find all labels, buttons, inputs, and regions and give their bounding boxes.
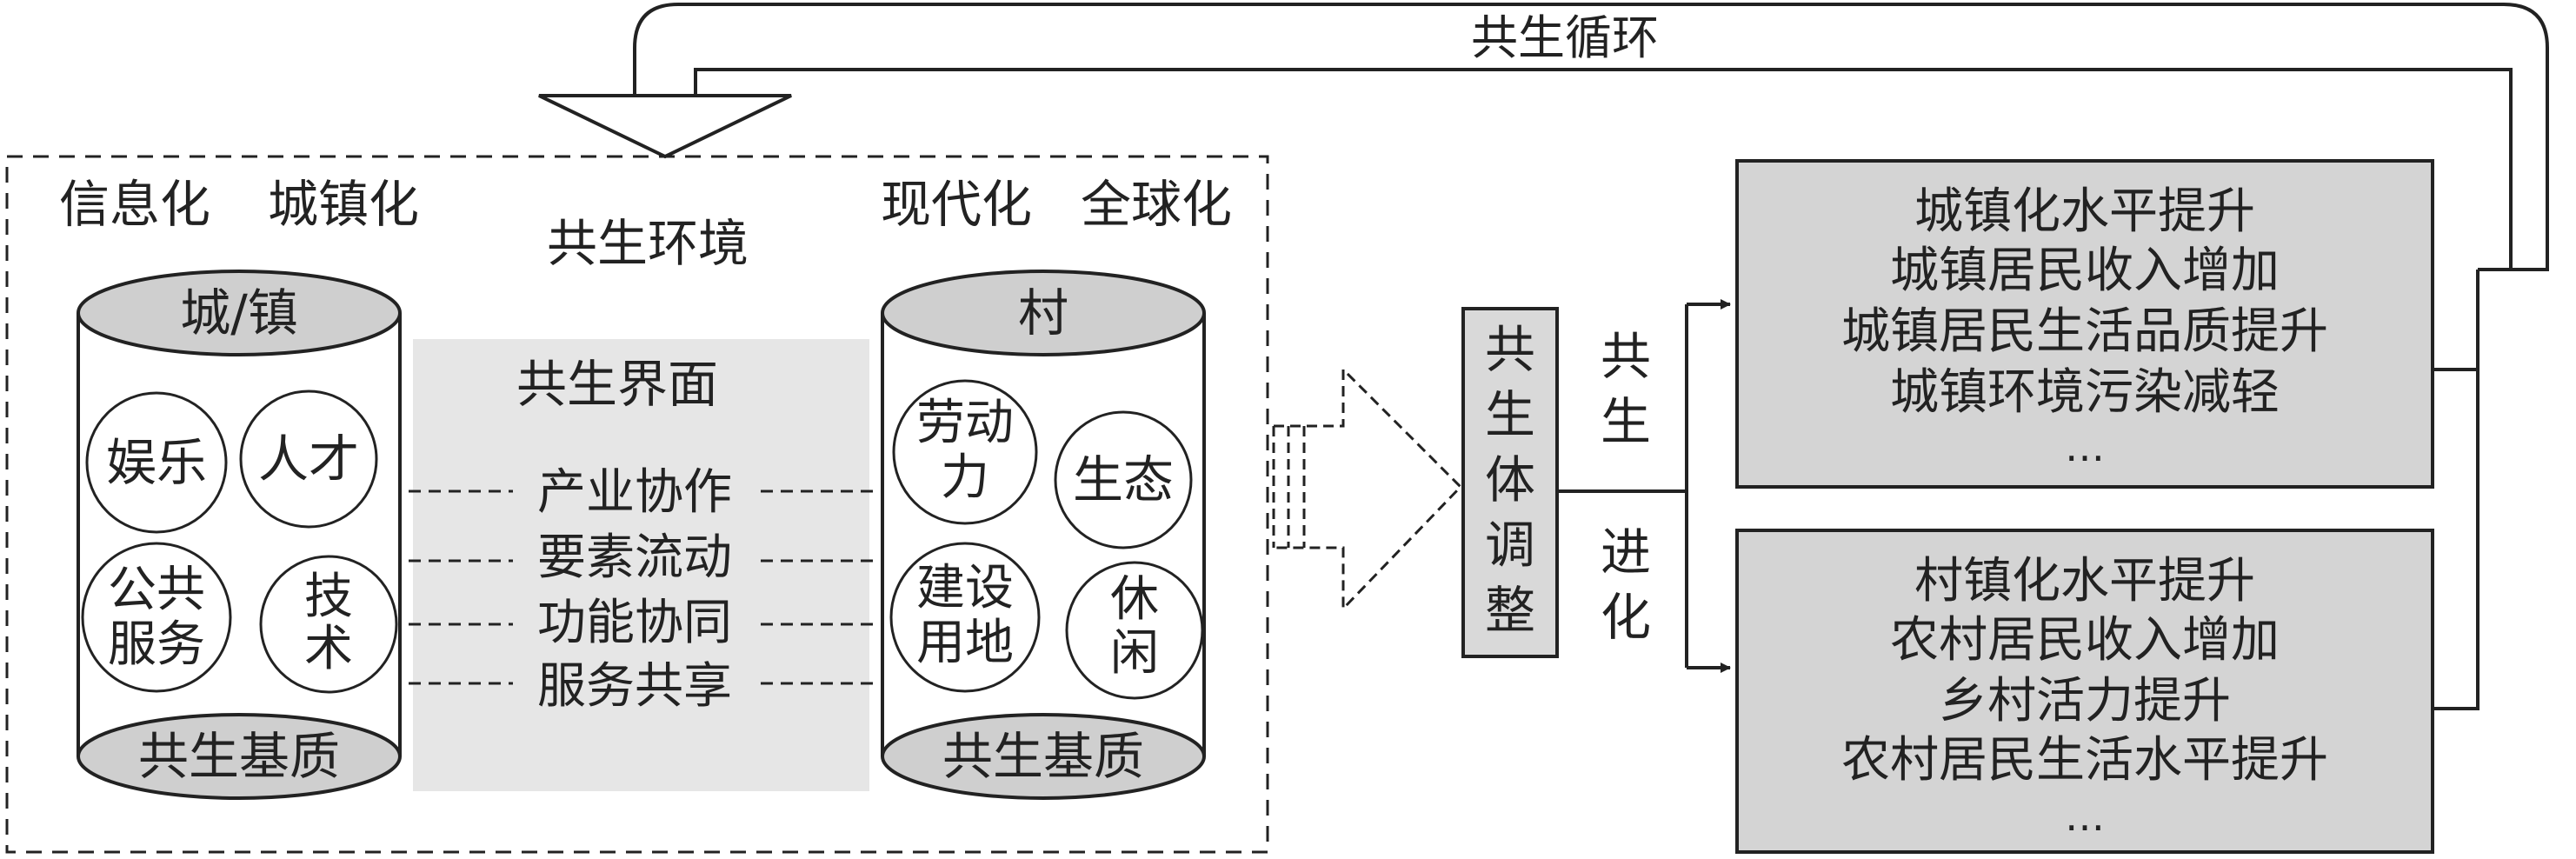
outcome-town-line: 城镇居民生活品质提升 (1841, 303, 2328, 360)
outcome-town-ellipsis: … (2065, 423, 2105, 470)
village-cylinder (881, 270, 1206, 800)
outcome-village-line: 村镇化水平提升 (1914, 553, 2255, 609)
svg-text:生态: 生态 (1073, 450, 1174, 509)
outcome-village-line: 乡村活力提升 (1939, 673, 2231, 729)
cycle-label: 共生循环 (1471, 10, 1659, 65)
adjust-char: 体 (1485, 450, 1535, 509)
outcome-town-box (1735, 159, 2434, 489)
adjust-char: 整 (1485, 581, 1535, 640)
town-unit-entertainment: 娱乐 (85, 391, 228, 534)
outcome-town-line: 城镇环境污染减轻 (1890, 364, 2280, 421)
svg-text:娱乐: 娱乐 (106, 433, 207, 492)
town-cylinder (77, 270, 402, 800)
svg-text:用地: 用地 (916, 615, 1014, 671)
branch-label-evolution: 进 (1601, 523, 1651, 582)
svg-text:建设: 建设 (916, 560, 1014, 616)
environment-frame (5, 155, 1269, 854)
interface-dashes (409, 489, 882, 685)
driver-informatization: 信息化 (59, 175, 210, 234)
outcome-village-line: 农村居民生活水平提升 (1841, 732, 2328, 789)
village-unit-construction-land: 建设 用地 (889, 542, 1041, 693)
town-unit-technology: 技 术 (259, 555, 398, 694)
interface-item: 功能协同 (537, 595, 732, 651)
village-unit-labor: 劳动 力 (892, 379, 1038, 525)
interface-band (413, 339, 869, 791)
svg-text:术: 术 (304, 621, 353, 677)
svg-text:闲: 闲 (1110, 625, 1159, 682)
interface-item: 要素流动 (537, 529, 732, 586)
interface-item: 服务共享 (537, 658, 732, 715)
branch-connector (1557, 299, 1731, 673)
svg-text:服务: 服务 (108, 616, 205, 673)
svg-text:公共: 公共 (108, 562, 205, 618)
svg-text:劳动: 劳动 (916, 395, 1014, 451)
outcome-village-line: 农村居民收入增加 (1890, 612, 2280, 669)
outcome-village-box (1735, 529, 2434, 854)
outcome-town-line: 城镇居民收入增加 (1890, 243, 2280, 299)
interface-item: 产业协作 (537, 464, 732, 521)
outcome-bracket (2433, 270, 2479, 710)
cycle-arrow-head (538, 94, 792, 159)
svg-text:人才: 人才 (258, 430, 359, 489)
branch-label-evolution: 化 (1601, 588, 1651, 647)
interface-title: 共生界面 (516, 355, 718, 414)
environment-title: 共生环境 (547, 214, 749, 273)
outcome-village-ellipsis: … (2065, 793, 2105, 840)
driver-modernization: 现代化 (881, 175, 1032, 234)
driver-urbanization: 城镇化 (268, 175, 419, 234)
village-label: 村 (1018, 283, 1068, 343)
cycle-loop-line (633, 3, 2549, 271)
branch-label-symbiosis: 共 (1601, 327, 1651, 386)
branch-label-symbiosis: 生 (1601, 392, 1651, 451)
driver-globalization: 全球化 (1081, 175, 1232, 234)
adjust-char: 共 (1485, 320, 1535, 379)
town-label: 城/镇 (180, 283, 298, 343)
outcome-town-line: 城镇化水平提升 (1914, 183, 2255, 240)
adjust-box (1461, 307, 1559, 658)
svg-text:技: 技 (304, 569, 353, 625)
town-unit-talent: 人才 (239, 390, 378, 529)
adjust-char: 生 (1485, 385, 1535, 444)
svg-text:休: 休 (1110, 571, 1159, 628)
village-unit-ecology: 生态 (1054, 410, 1193, 549)
village-base: 共生基质 (942, 727, 1144, 786)
town-unit-public-service: 公共 服务 (81, 542, 232, 693)
svg-text:力: 力 (941, 449, 989, 506)
town-base: 共生基质 (138, 727, 340, 786)
adjust-char: 调 (1485, 516, 1535, 575)
village-unit-leisure: 休 闲 (1065, 561, 1204, 700)
hollow-dashed-arrow (1272, 366, 1463, 612)
